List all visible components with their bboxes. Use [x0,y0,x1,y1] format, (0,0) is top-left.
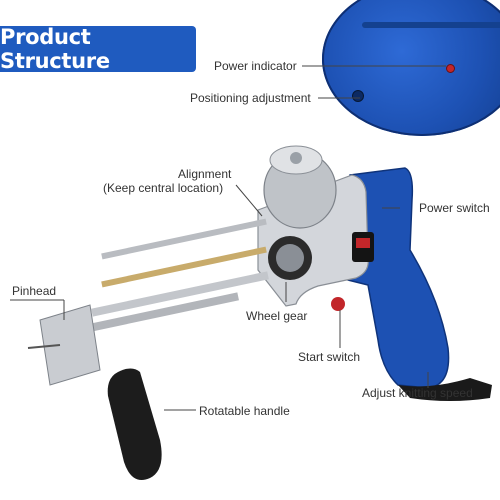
start-switch-button [331,297,345,311]
label-pinhead: Pinhead [12,284,57,298]
label-start-switch: Start switch [298,350,361,364]
label-positioning-adjustment: Positioning adjustment [190,91,311,105]
title-banner: Product Structure [0,25,196,73]
body-ridge [362,22,500,28]
label-power-indicator: Power indicator [214,59,297,73]
label-wheel-gear: Wheel gear [246,309,308,323]
banner-title: Product Structure [0,25,110,73]
label-power-switch: Power switch [419,201,490,215]
positioning-adjustment-knob [352,90,364,102]
detail-zoom-circle [322,0,500,136]
label-rotatable-handle: Rotatable handle [199,404,290,418]
label-keep-central: (Keep central location) [103,181,224,195]
label-adjust-speed: Adjust knitting speed [362,386,473,400]
label-alignment: Alignment [178,167,232,181]
power-indicator-light [446,64,455,73]
